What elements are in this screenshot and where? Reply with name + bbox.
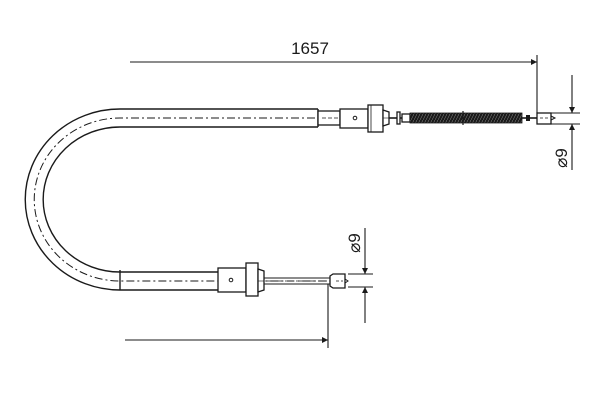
length-dimension xyxy=(130,55,538,113)
bottom-diameter-dimension xyxy=(348,228,373,323)
bottom-end-fitting xyxy=(217,262,330,297)
bottom-reference-dimension xyxy=(125,284,329,348)
top-end-fitting xyxy=(317,104,411,133)
threaded-rod xyxy=(409,111,537,125)
top-diameter-dimension xyxy=(551,75,580,170)
bottom-diameter-label: ⌀9 xyxy=(345,233,364,253)
top-end-nipple xyxy=(536,112,557,125)
cable-sheath xyxy=(24,108,319,291)
cable-centerline xyxy=(33,117,395,282)
length-dimension-label: 1657 xyxy=(291,39,329,58)
top-diameter-label: ⌀9 xyxy=(552,148,571,168)
bottom-end-nipple xyxy=(329,273,349,289)
